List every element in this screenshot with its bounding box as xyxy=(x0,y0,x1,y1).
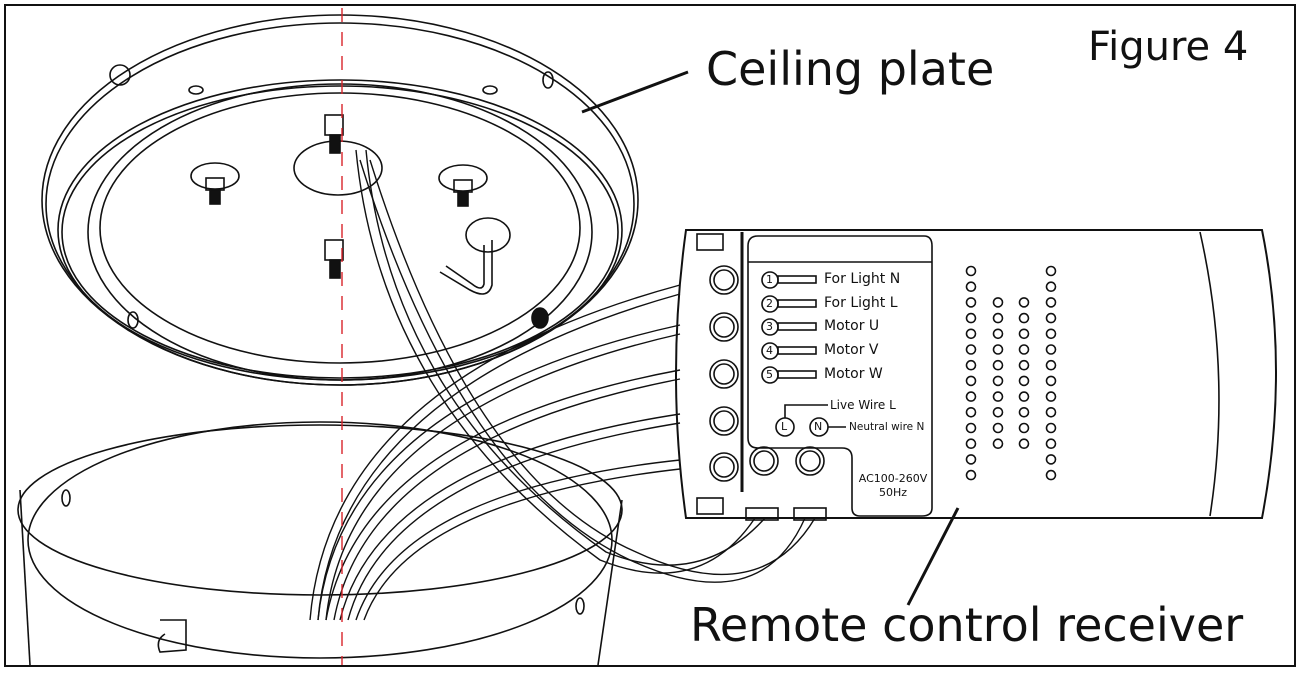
vent-holes xyxy=(965,265,1057,481)
neutral-wire-label: Neutral wire N xyxy=(849,421,925,433)
vent-hole xyxy=(992,359,1004,371)
terminal-number: 4 xyxy=(766,344,773,357)
mounting-stud xyxy=(190,114,488,279)
ceiling-plate-leader xyxy=(581,70,689,114)
vent-hole xyxy=(1018,391,1030,402)
vent-hole xyxy=(992,375,1004,387)
vent-hole xyxy=(1045,297,1057,308)
vent-hole xyxy=(1045,469,1057,481)
vent-hole xyxy=(1045,281,1057,293)
vent-hole xyxy=(1045,312,1057,324)
vent-hole xyxy=(1018,297,1030,308)
vent-hole xyxy=(965,391,977,402)
rating-voltage: AC100-260V xyxy=(858,472,928,485)
vent-hole xyxy=(1018,344,1030,355)
vent-hole xyxy=(965,281,977,293)
vent-hole xyxy=(965,422,977,434)
wire-bundle xyxy=(309,149,816,621)
ceiling-plate xyxy=(41,14,639,386)
vent-hole xyxy=(1018,375,1030,387)
vent-hole xyxy=(1045,328,1057,340)
vent-hole xyxy=(992,328,1004,340)
vent-hole xyxy=(992,312,1004,324)
vent-hole xyxy=(1045,454,1057,465)
vent-hole xyxy=(992,344,1004,355)
vent-hole xyxy=(992,438,1004,450)
vent-hole xyxy=(1018,406,1030,418)
vent-hole xyxy=(1018,312,1030,324)
vent-hole xyxy=(1045,344,1057,355)
vent-hole xyxy=(965,344,977,355)
vent-hole xyxy=(1045,375,1057,387)
vent-hole xyxy=(992,391,1004,402)
figure-title: Figure 4 xyxy=(1088,24,1249,70)
vent-hole xyxy=(1045,438,1057,450)
vent-hole xyxy=(1045,359,1057,371)
vent-hole xyxy=(965,375,977,387)
terminal-label: For Light L xyxy=(824,295,898,311)
vent-hole xyxy=(965,265,977,277)
vent-hole xyxy=(1045,265,1057,277)
vent-hole xyxy=(992,422,1004,434)
receiver-label: Remote control receiver xyxy=(690,598,1244,652)
vent-hole xyxy=(1018,422,1030,434)
terminal-markers xyxy=(761,271,846,437)
terminal-number: 5 xyxy=(766,368,773,381)
live-symbol: L xyxy=(781,420,788,433)
ceiling-plate-label: Ceiling plate xyxy=(706,42,995,96)
neutral-symbol: N xyxy=(814,420,823,433)
rating-frequency: 50Hz xyxy=(878,486,908,499)
vent-hole xyxy=(965,469,977,481)
terminal-label: Motor V xyxy=(824,342,879,358)
terminal-number: 3 xyxy=(766,320,773,333)
vent-hole xyxy=(1045,406,1057,418)
terminal-label: Motor W xyxy=(824,366,883,382)
vent-hole xyxy=(992,406,1004,418)
vent-hole xyxy=(965,406,977,418)
vent-hole xyxy=(1018,328,1030,340)
vent-hole xyxy=(965,359,977,371)
vent-hole xyxy=(1018,359,1030,371)
terminal-label: Motor U xyxy=(824,318,880,334)
wire-port xyxy=(709,265,825,482)
terminal-number: 1 xyxy=(766,273,773,286)
vent-hole xyxy=(965,454,977,465)
vent-hole xyxy=(1018,438,1030,450)
terminal-number: 2 xyxy=(766,297,773,310)
vent-hole xyxy=(965,312,977,324)
vent-hole xyxy=(965,438,977,450)
figure-frame xyxy=(4,4,1296,667)
vent-hole xyxy=(965,297,977,308)
vent-hole xyxy=(965,328,977,340)
terminal-label: For Light N xyxy=(824,271,901,287)
vent-hole xyxy=(1045,391,1057,402)
receiver-leader xyxy=(906,507,960,606)
vent-hole xyxy=(992,297,1004,308)
live-wire-label: Live Wire L xyxy=(830,398,896,412)
remote-control-receiver xyxy=(675,229,1277,521)
vent-hole xyxy=(1045,422,1057,434)
